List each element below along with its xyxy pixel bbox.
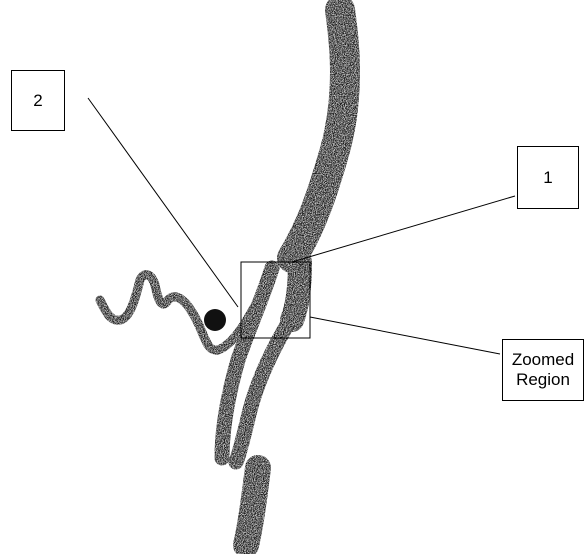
zoomed-region-label-box: Zoomed Region	[502, 339, 584, 401]
label-box-2: 2	[11, 70, 65, 131]
common-vessel	[292, 10, 345, 258]
label-box-1: 1	[517, 146, 579, 209]
label-2-text: 2	[33, 91, 42, 111]
leader-line-zoom	[310, 317, 500, 354]
leader-line-2	[88, 98, 238, 307]
aneurysm	[204, 309, 226, 331]
vessel-bulb	[292, 262, 300, 320]
side-vessel	[100, 275, 258, 351]
lower-trunk	[246, 468, 258, 545]
blood-vessel	[100, 10, 345, 545]
label-1-text: 1	[543, 168, 552, 188]
zoomed-region-label-text: Zoomed Region	[512, 350, 574, 390]
